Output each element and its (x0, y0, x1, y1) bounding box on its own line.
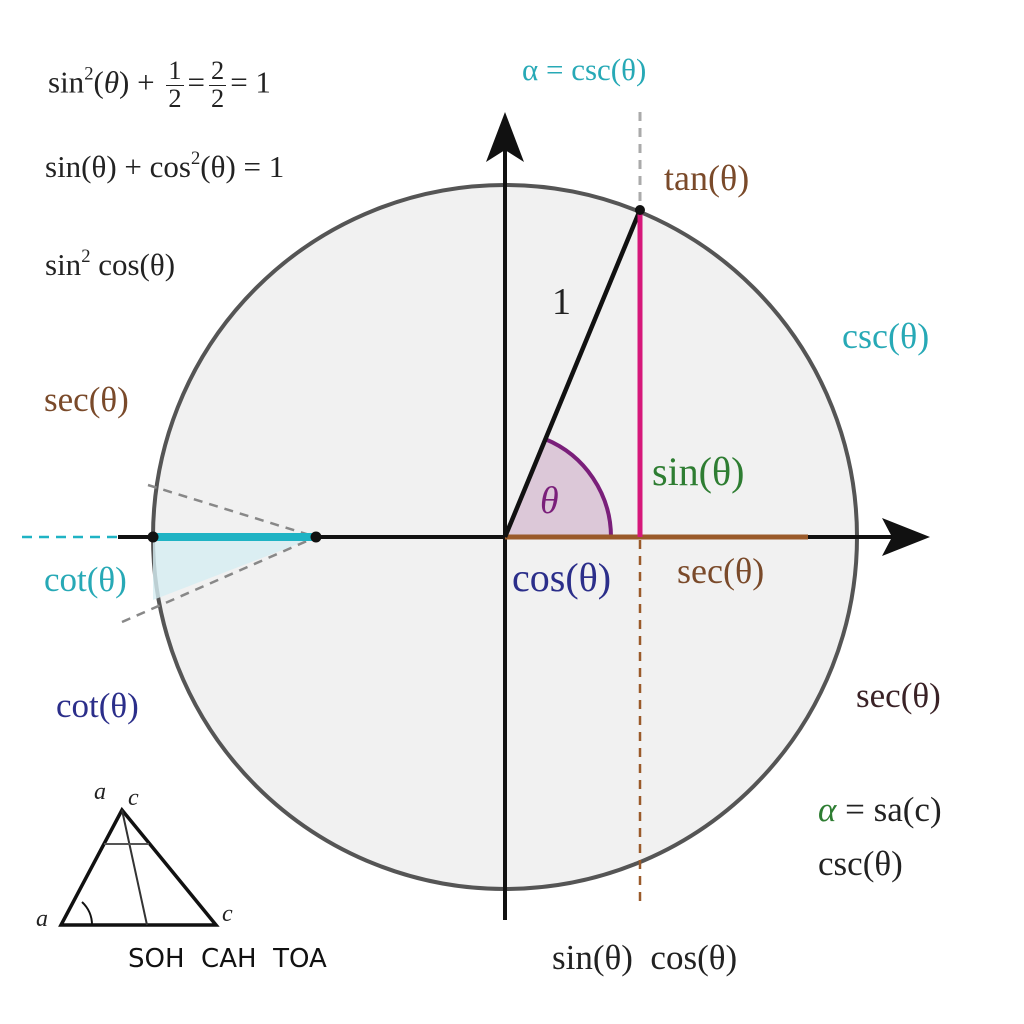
label-csc-lower-right: csc(θ) (818, 844, 903, 883)
label-tan: tan(θ) (664, 158, 750, 198)
label-sin: sin(θ) (652, 449, 745, 494)
label-sec-right-lower: sec(θ) (856, 676, 941, 715)
alpha-symbol: α (818, 790, 837, 829)
radius-line (502, 209, 643, 538)
cot-point-left (147, 531, 159, 543)
label-theta: θ (540, 480, 559, 522)
y-axis-arrow-icon (486, 112, 524, 162)
theta-arc (544, 437, 613, 538)
triangle-label-left-a: a (36, 906, 48, 932)
label-cot-navy: cot(θ) (56, 686, 139, 725)
identity-line-2: sin(θ) + cos2(θ) = 1 (45, 148, 285, 185)
identity-line-3: sin2 cos(θ) (45, 246, 176, 283)
cot-shaded-wedge (153, 537, 316, 600)
label-cos: cos(θ) (512, 555, 612, 600)
triangle-label-top-a: a (94, 779, 106, 805)
soh-cah-toa-mnemonic: SOH CAH TOA (128, 944, 327, 974)
label-cot-teal: cot(θ) (44, 560, 127, 599)
x-axis-arrow-icon (882, 518, 930, 556)
label-csc-right: csc(θ) (842, 316, 930, 356)
label-radius-one: 1 (552, 281, 571, 323)
cot-dashed-line-upper (147, 483, 317, 539)
label-sec-left: sec(θ) (44, 380, 129, 419)
circle-point (635, 205, 645, 215)
triangle-label-top-c: c (128, 785, 139, 811)
label-bottom-sin-cos: sin(θ) cos(θ) (552, 938, 738, 977)
soh-cah-toa-triangle (58, 806, 220, 927)
cot-point-right (310, 531, 322, 543)
label-sec-axis: sec(θ) (677, 551, 765, 591)
label-alpha-sac: α = sa(c) (818, 790, 942, 829)
triangle-label-right-c: c (222, 901, 233, 927)
theta-sector (505, 439, 611, 537)
label-alpha-csc-top: α = csc(θ) (522, 52, 647, 87)
cot-dashed-line-lower (121, 535, 317, 624)
